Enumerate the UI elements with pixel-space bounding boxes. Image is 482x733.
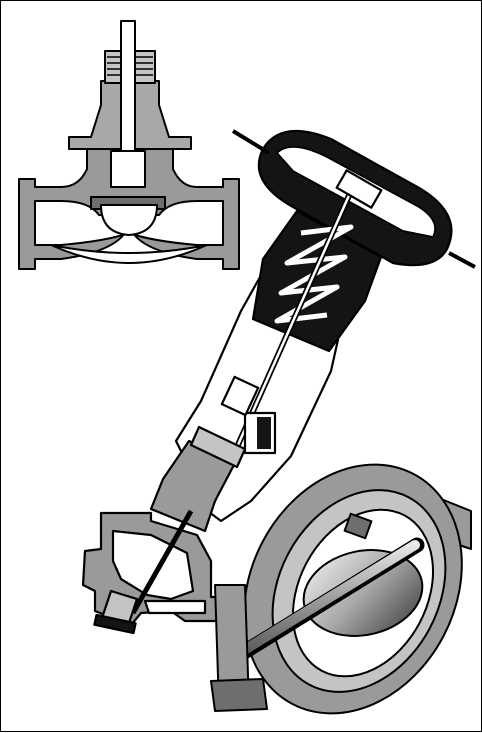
- globe-valve-plug: [100, 204, 158, 236]
- butterfly-valve-base: [210, 678, 268, 712]
- actuator-coupling: [335, 169, 383, 209]
- stem-connector: [220, 375, 260, 417]
- globe-valve-stem: [120, 20, 136, 172]
- actuator-vent-right: [448, 251, 476, 269]
- butterfly-valve-cutaway: [210, 463, 472, 715]
- actuator-vent-left: [231, 129, 271, 155]
- angle-valve-plug-stem: [130, 509, 194, 615]
- angle-valve-cavity: [111, 529, 195, 601]
- butterfly-valve-disc: [302, 549, 424, 637]
- angle-valve-seat: [93, 613, 137, 635]
- angle-valve-packing-flange: [189, 425, 247, 469]
- globe-valve-stem-guide: [110, 150, 146, 188]
- butterfly-valve-shaft-shade: [228, 540, 420, 662]
- angle-valve-outlet: [143, 599, 207, 615]
- travel-indicator-scale: [257, 417, 271, 449]
- butterfly-valve-upper-boss: [343, 512, 373, 540]
- actuated-angle-valve-cutaway: [81, 129, 476, 635]
- globe-valve-lower-passage: [50, 244, 208, 264]
- globe-valve-cutaway: [18, 20, 240, 270]
